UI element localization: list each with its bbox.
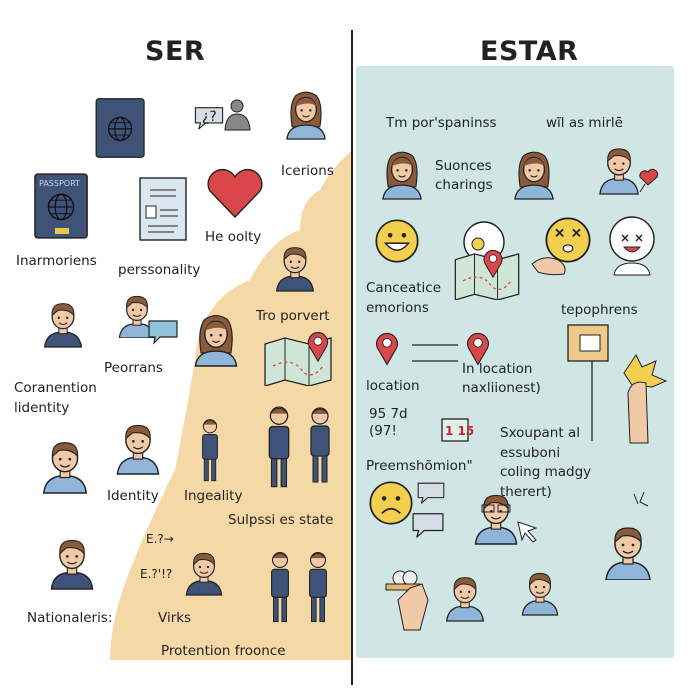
girl-avatar [514, 151, 554, 200]
sign-and-hand-icon [567, 324, 668, 444]
label-tm-por-spaninss: Tm por'spaninss [386, 115, 497, 131]
cursor-arrow-icon [517, 521, 538, 543]
label-ingeality: Ingeality [184, 488, 243, 504]
girl-avatar [286, 91, 326, 140]
label-numbers: 95 7d (97! [369, 406, 408, 439]
id-document-icon [139, 177, 187, 241]
label-nationaleris: Nationaleris: [27, 610, 113, 626]
label-coranention-identity: Coranention lidentity [14, 380, 97, 416]
stressed-person-avatar [598, 491, 658, 594]
svg-text:¿?: ¿? [202, 109, 217, 125]
label-tro-porvert: Tro porvert [256, 308, 330, 324]
standing-figure-icon [309, 551, 327, 623]
label-tepophrens: tepophrens [561, 302, 638, 318]
hand-icon [531, 257, 566, 276]
person-avatar [43, 302, 83, 348]
dizzy-person-icon [609, 216, 655, 276]
sign-number: 1 15 [445, 424, 474, 438]
smiley-icon [375, 219, 419, 263]
person-avatar [194, 314, 238, 368]
label-in-location: In location naxliionest) [462, 361, 541, 396]
center-divider [351, 30, 353, 685]
passport-icon: PASSPORT [34, 173, 88, 239]
ser-heading: SER [145, 36, 206, 67]
person-avatar [275, 246, 315, 292]
question-person-icon: ¿? [194, 99, 251, 131]
label-he-oolty: He oolty [205, 229, 262, 245]
label-peorrans: Peorrans [104, 360, 163, 376]
standing-figure-icon [310, 407, 330, 483]
person-avatar [42, 441, 88, 494]
connector-lines [412, 344, 458, 362]
label-wil-as-mirle: wĩl as mirlē [546, 115, 623, 131]
label-perssonality: perssonality [118, 262, 201, 278]
passport-text: PASSPORT [39, 179, 80, 188]
flower-icon [639, 168, 659, 193]
label-sxoupantal: Sxoupant al essuboni coling madgy therer… [500, 425, 592, 500]
person-avatar [50, 539, 94, 590]
speech-bubble-icon [417, 482, 445, 504]
person-avatar [185, 552, 223, 596]
label-identity: Identity [107, 488, 159, 504]
heart-icon [207, 168, 263, 219]
speech-bubble-icon [412, 513, 444, 538]
label-sulpssi-state: Sulpssi es state [228, 512, 334, 528]
sign-box-icon: 1 15 [441, 418, 474, 442]
map-icon [454, 249, 520, 300]
estar-heading: ESTAR [480, 36, 579, 67]
label-preemshomion: Preemshõmion" [366, 458, 473, 474]
globe-book-icon [95, 98, 145, 158]
label-e2: E.?'!? [140, 567, 173, 581]
hand-tray-icon [385, 570, 429, 631]
label-suonces-charings: Suonces charings [435, 158, 493, 193]
label-canceatice-emorions: Canceatice emorions [366, 280, 442, 316]
person-avatar [116, 424, 160, 475]
glasses-person-avatar [474, 494, 518, 545]
person-avatar [521, 572, 559, 616]
standing-figure-icon [271, 551, 289, 623]
label-location: location [366, 378, 420, 394]
label-inarmoriens: Inarmoriens [16, 253, 97, 269]
person-avatar [445, 576, 485, 622]
map-icon [264, 332, 332, 386]
standing-figure-icon [201, 419, 219, 482]
location-pin-icon [375, 332, 399, 366]
speech-bubble-icon [148, 320, 178, 345]
label-icerions: Icerions [281, 163, 334, 179]
label-virks: Virks [158, 610, 192, 626]
label-protention-froonce: Protention froonce [161, 643, 286, 659]
label-e1: E.?→ [146, 532, 174, 546]
standing-figure-icon [268, 406, 290, 488]
girl-avatar [382, 151, 422, 200]
